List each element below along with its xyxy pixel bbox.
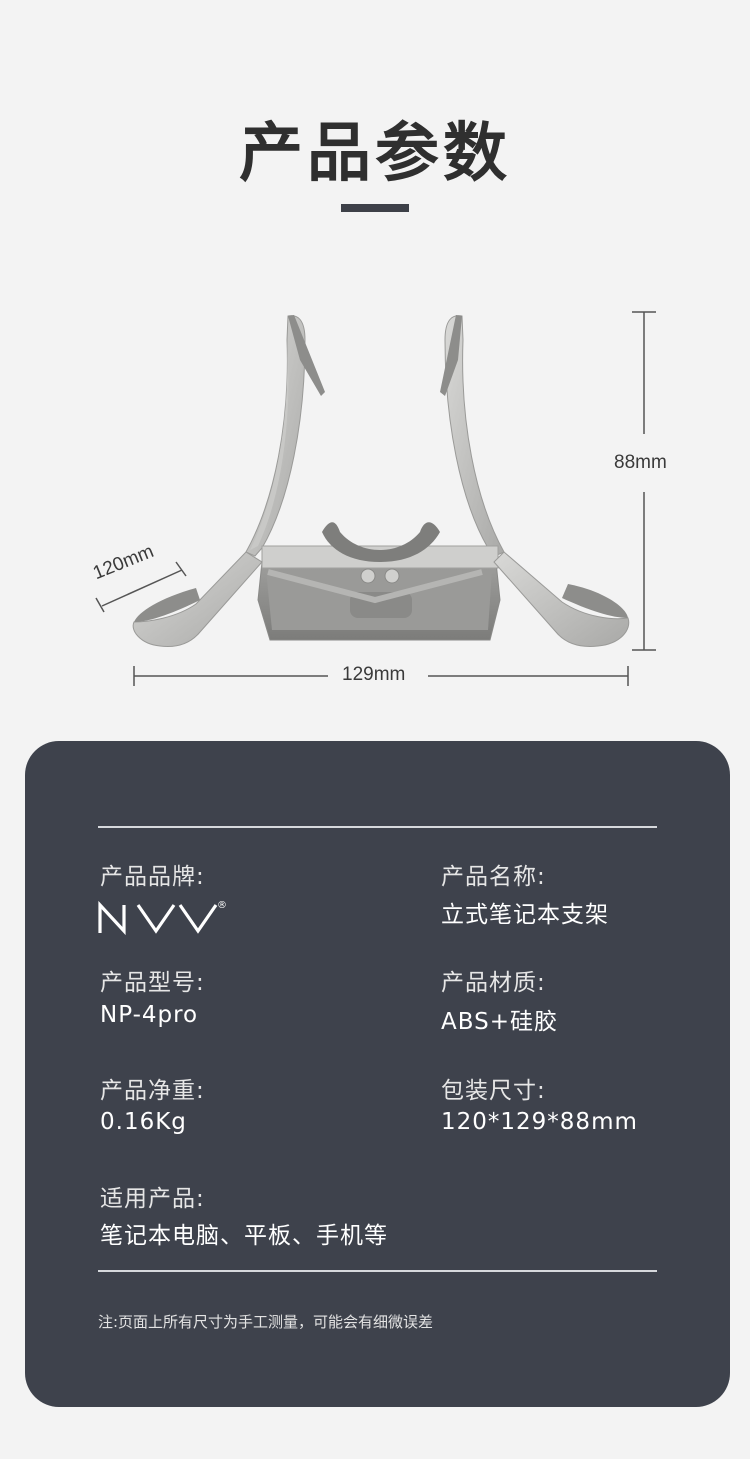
- nvv-logo-icon: ®: [98, 900, 227, 936]
- brand-label: 产品品牌:: [100, 864, 205, 890]
- bottom-divider: [98, 1270, 657, 1272]
- height-dimension-label: 88mm: [610, 452, 671, 474]
- product-dimension-figure: 88mm 129mm 120mm: [0, 300, 750, 700]
- measurement-note: 注:页面上所有尺寸为手工测量，可能会有细微误差: [98, 1313, 434, 1331]
- material-value: ABS+硅胶: [441, 1009, 558, 1035]
- brand-logo: ®: [98, 897, 238, 937]
- registered-mark: ®: [217, 900, 227, 911]
- weight-label: 产品净重:: [100, 1078, 205, 1104]
- top-divider: [98, 826, 657, 828]
- model-label: 产品型号:: [100, 970, 205, 996]
- applicable-label: 适用产品:: [100, 1186, 205, 1212]
- applicable-value: 笔记本电脑、平板、手机等: [100, 1223, 388, 1249]
- specs-panel: 产品品牌: ® 产品名称: 立式笔记本支架 产品型号: NP-4pro 产品材质…: [25, 741, 730, 1407]
- material-label: 产品材质:: [441, 970, 546, 996]
- width-dimension-label: 129mm: [338, 664, 410, 686]
- package-label: 包装尺寸:: [441, 1078, 546, 1104]
- title-underline: [341, 204, 409, 212]
- name-label: 产品名称:: [441, 864, 546, 890]
- model-value: NP-4pro: [100, 1002, 199, 1028]
- page-title: 产品参数: [239, 117, 511, 191]
- package-value: 120*129*88mm: [441, 1109, 638, 1135]
- weight-value: 0.16Kg: [100, 1109, 187, 1135]
- laptop-stand-illustration: [95, 311, 656, 686]
- name-value: 立式笔记本支架: [441, 902, 609, 928]
